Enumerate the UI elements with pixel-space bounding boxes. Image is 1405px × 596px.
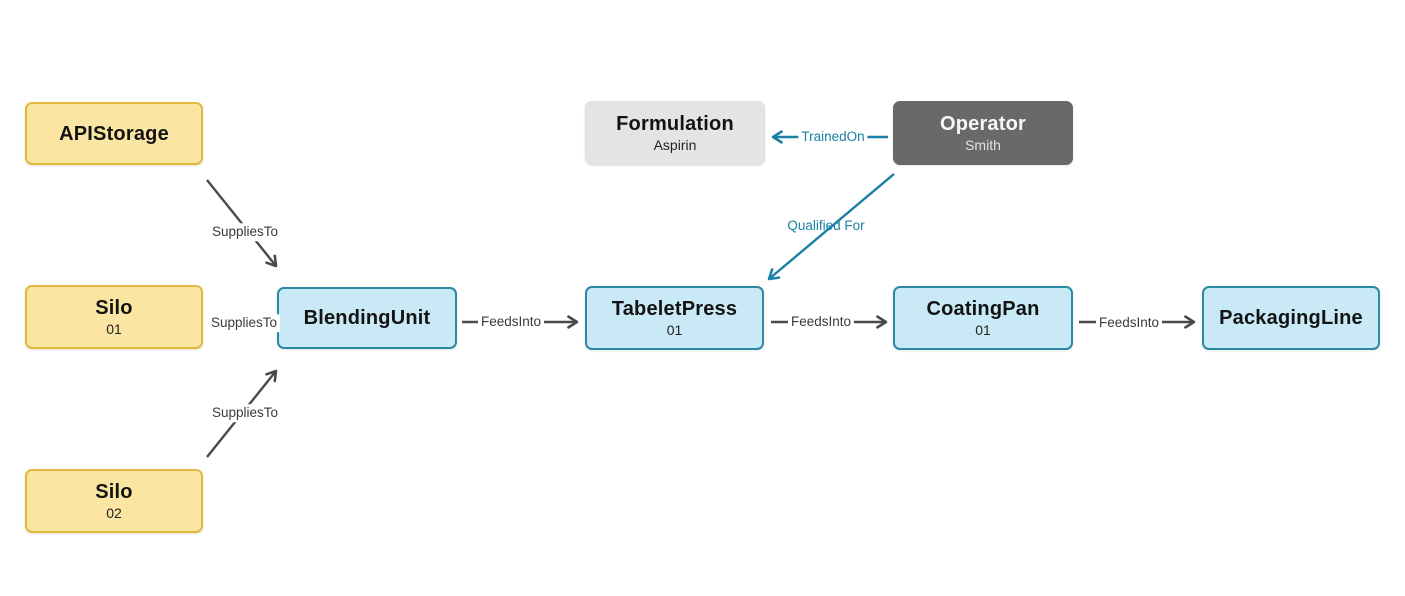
edge-label-suppliesto-apistorage: SuppliesTo (208, 223, 282, 241)
edge-label-qualified-for: Qualified For (787, 218, 865, 234)
edge-label-suppliesto-silo02: SuppliesTo (208, 404, 282, 422)
node-silo-01[interactable]: Silo 01 (25, 285, 203, 349)
node-coatingpan-title: CoatingPan (926, 297, 1040, 320)
node-operator[interactable]: Operator Smith (893, 101, 1073, 165)
node-formulation-subtitle: Aspirin (653, 136, 697, 153)
node-coatingpan[interactable]: CoatingPan 01 (893, 286, 1073, 350)
edge-label-feedsinto-3: FeedsInto (1095, 314, 1163, 332)
node-tabeletpress-subtitle: 01 (666, 321, 683, 338)
edge-apistorage-blendingunit (206, 179, 278, 268)
node-blendingunit[interactable]: BlendingUnit (277, 287, 457, 349)
node-formulation[interactable]: Formulation Aspirin (585, 101, 765, 165)
edge-label-suppliesto-silo01: SuppliesTo (207, 314, 281, 332)
node-blendingunit-title: BlendingUnit (303, 307, 431, 329)
node-tabeletpress[interactable]: TabeletPress 01 (585, 286, 764, 350)
node-coatingpan-subtitle: 01 (975, 321, 991, 338)
edge-label-feedsinto-1: FeedsInto (477, 313, 545, 331)
node-apistorage-title: APIStorage (59, 122, 169, 145)
node-silo-02[interactable]: Silo 02 (25, 469, 203, 533)
node-silo-02-title: Silo (95, 480, 133, 503)
edge-label-trainedon: TrainedOn (798, 128, 868, 146)
node-apistorage[interactable]: APIStorage (25, 102, 203, 165)
node-operator-title: Operator (939, 112, 1027, 135)
node-silo-01-subtitle: 01 (106, 320, 122, 337)
node-operator-subtitle: Smith (965, 136, 1001, 153)
node-silo-02-subtitle: 02 (106, 504, 122, 521)
node-formulation-title: Formulation (616, 112, 734, 135)
node-packagingline[interactable]: PackagingLine (1202, 286, 1380, 350)
node-silo-01-title: Silo (95, 296, 133, 319)
node-tabeletpress-title: TabeletPress (611, 297, 738, 320)
edge-label-feedsinto-2: FeedsInto (787, 313, 855, 331)
node-packagingline-title: PackagingLine (1219, 307, 1363, 329)
edge-operator-tabeletpress (767, 173, 895, 281)
